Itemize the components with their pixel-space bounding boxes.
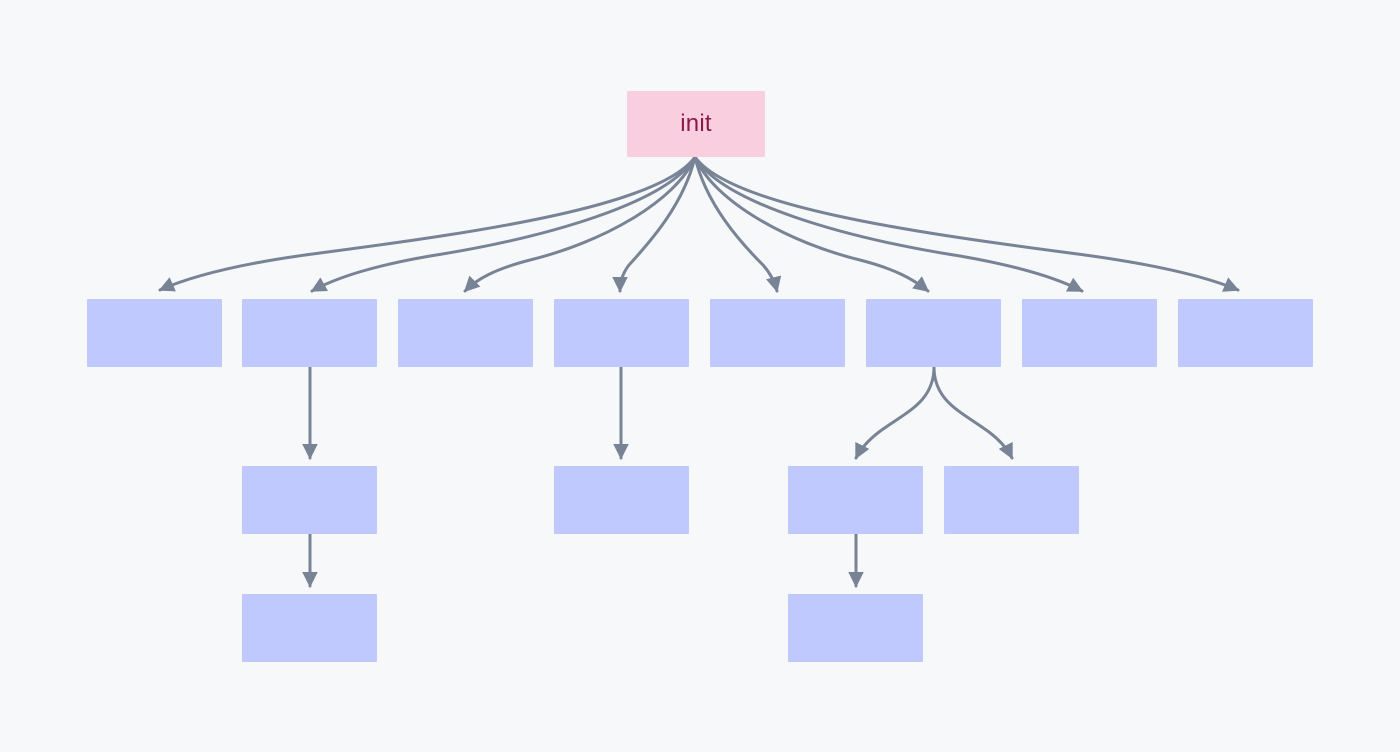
node-n5[interactable]	[710, 299, 845, 367]
node-n6a[interactable]	[788, 466, 923, 534]
node-n2a[interactable]	[242, 466, 377, 534]
node-n6a1[interactable]	[788, 594, 923, 662]
edge-init-to-n1	[158, 155, 697, 292]
edge-init-to-n8	[693, 155, 1240, 292]
node-n6[interactable]	[866, 299, 1001, 367]
edge-init-to-n6	[693, 155, 930, 293]
edge-init-to-n4	[612, 155, 697, 293]
node-n7[interactable]	[1022, 299, 1157, 367]
node-init[interactable]: init	[627, 91, 765, 157]
node-n8[interactable]	[1178, 299, 1313, 367]
node-n2[interactable]	[242, 299, 377, 367]
edge-n6-to-n6b	[932, 365, 1014, 460]
node-n2b[interactable]	[242, 594, 377, 662]
node-n6b[interactable]	[944, 466, 1079, 534]
node-n4[interactable]	[554, 299, 689, 367]
edge-init-to-n7	[693, 155, 1084, 293]
edge-init-to-n3	[463, 155, 697, 293]
node-n4a[interactable]	[554, 466, 689, 534]
node-init-label: init	[680, 110, 712, 137]
edge-init-to-n2	[310, 155, 697, 293]
edge-init-to-n5	[693, 155, 782, 293]
edge-n6-to-n6a	[854, 365, 936, 460]
node-n1[interactable]	[87, 299, 222, 367]
node-n3[interactable]	[398, 299, 533, 367]
